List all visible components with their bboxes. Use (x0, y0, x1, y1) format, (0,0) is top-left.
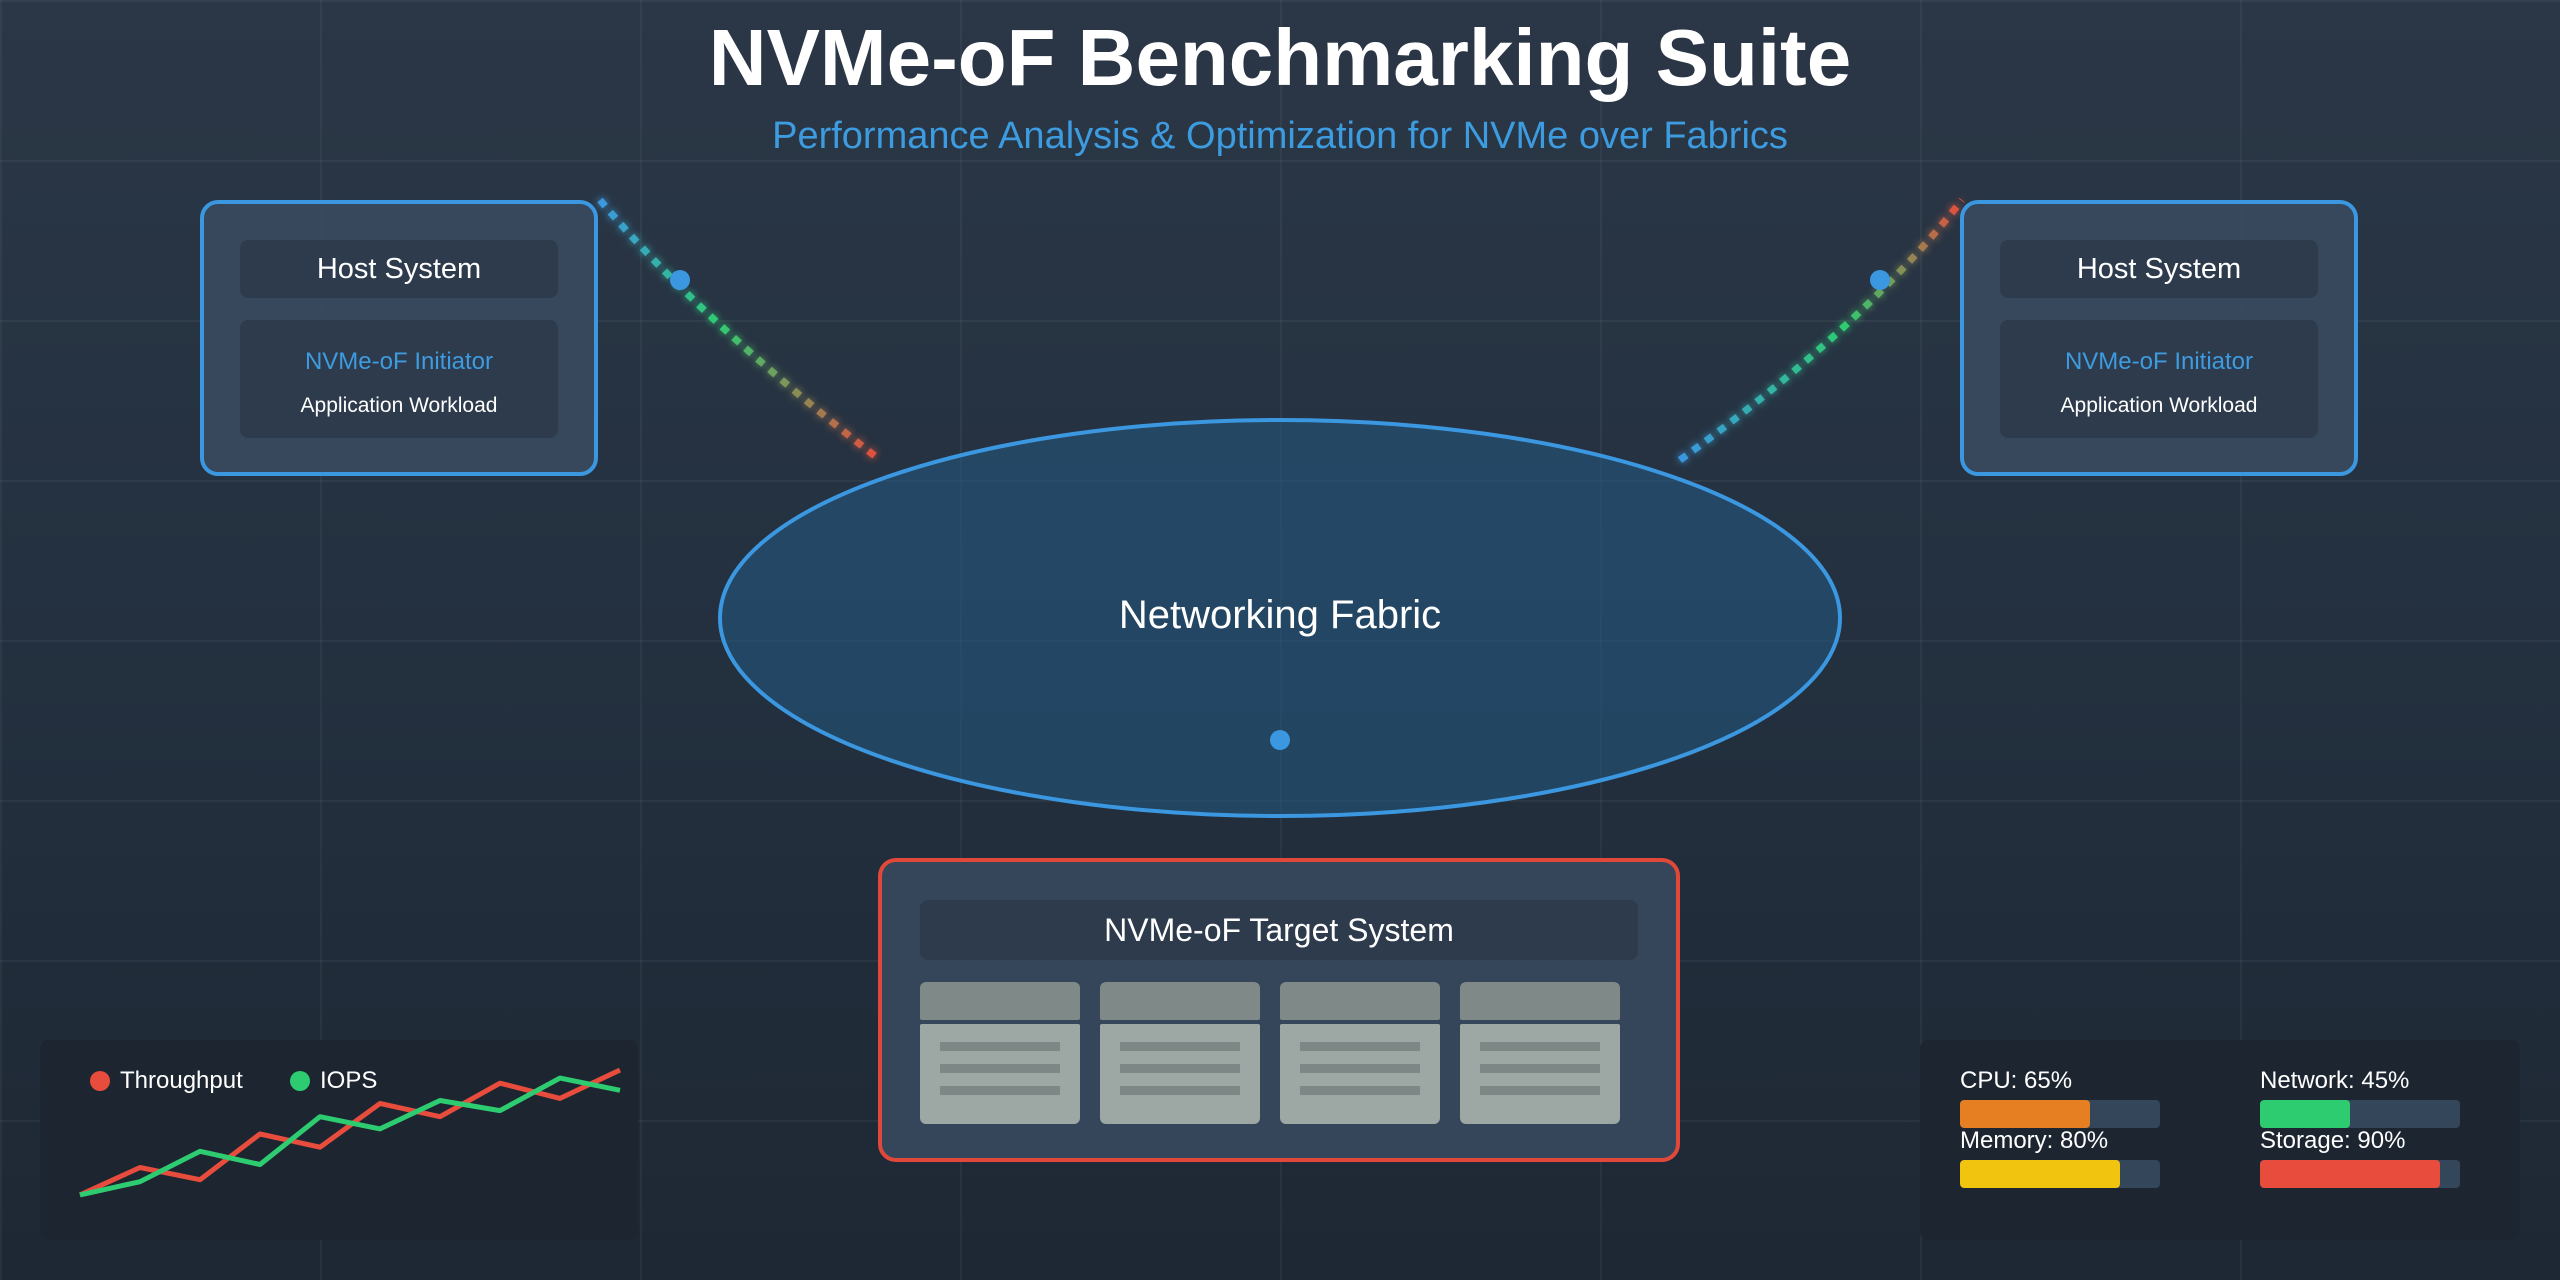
page-subtitle: Performance Analysis & Optimization for … (772, 115, 1788, 157)
networking-fabric-ellipse (718, 418, 1842, 818)
legend-iops: IOPS (290, 1066, 377, 1096)
resource-metrics-panel: CPU: 65% Network: 45% Memory: 80% Storag… (1920, 1040, 2520, 1240)
host-system-title: Host System (240, 240, 558, 298)
drive-slot-line (1480, 1042, 1600, 1051)
drive-header (1100, 982, 1260, 1020)
drive-body (1100, 1024, 1260, 1124)
metric-storage-fill (2260, 1160, 2440, 1188)
left-packet-dot (670, 270, 690, 290)
metric-storage-label: Storage: 90% (2260, 1127, 2406, 1154)
host-system-right: Host System NVMe-oF Initiator Applicatio… (1960, 200, 2358, 476)
legend-throughput: Throughput (90, 1066, 243, 1096)
right-packet-dot (1870, 270, 1890, 290)
legend-iops-label: IOPS (320, 1067, 378, 1094)
drive-body (1280, 1024, 1440, 1124)
drive-slot-line (1480, 1086, 1600, 1095)
host-system-left: Host System NVMe-oF Initiator Applicatio… (200, 200, 598, 476)
performance-chart-panel: Throughput IOPS (40, 1040, 638, 1240)
series-line-iops (79, 1075, 621, 1198)
host-initiator-panel: NVMe-oF Initiator Application Workload (240, 320, 558, 438)
metric-network-fill (2260, 1100, 2350, 1128)
drive-header (1460, 982, 1620, 1020)
drive-slot-line (1480, 1064, 1600, 1073)
metric-storage-track (2260, 1160, 2460, 1188)
application-workload-label: Application Workload (2060, 394, 2258, 417)
application-workload-label: Application Workload (300, 394, 498, 417)
nvme-initiator-label: NVMe-oF Initiator (304, 348, 494, 375)
drive-header (1280, 982, 1440, 1020)
drive-slot-line (1300, 1042, 1420, 1051)
fabric-packet-dot (1270, 730, 1290, 750)
host-initiator-panel: NVMe-oF Initiator Application Workload (2000, 320, 2318, 438)
drive-slot-line (1120, 1086, 1240, 1095)
drive-slot-line (940, 1086, 1060, 1095)
target-system-title: NVMe-oF Target System (920, 900, 1638, 960)
metric-memory-fill (1960, 1160, 2120, 1188)
left-host-link (597, 197, 883, 463)
page-title: NVMe-oF Benchmarking Suite (708, 13, 1852, 102)
drive-slot-line (1300, 1064, 1420, 1073)
drive-body (1460, 1024, 1620, 1124)
nvme-drive (920, 982, 1080, 1124)
nvme-drive (1280, 982, 1440, 1124)
drive-header (920, 982, 1080, 1020)
host-system-title: Host System (2000, 240, 2318, 298)
nvme-initiator-label: NVMe-oF Initiator (2064, 348, 2254, 375)
drive-slot-line (1120, 1064, 1240, 1073)
iops-dot-icon (290, 1071, 310, 1091)
throughput-dot-icon (90, 1071, 110, 1091)
drive-slot-line (940, 1064, 1060, 1073)
legend-throughput-label: Throughput (120, 1067, 243, 1094)
metric-cpu-track (1960, 1100, 2160, 1128)
nvme-target-system: NVMe-oF Target System (878, 858, 1680, 1162)
metric-network-track (2260, 1100, 2460, 1128)
drive-slot-line (1120, 1042, 1240, 1051)
nvme-drive (1460, 982, 1620, 1124)
performance-line-chart (78, 1067, 622, 1198)
metric-memory-label: Memory: 80% (1960, 1127, 2109, 1154)
drive-slot-line (1300, 1086, 1420, 1095)
metric-memory-track (1960, 1160, 2160, 1188)
drive-body (920, 1024, 1080, 1124)
nvme-drive (1100, 982, 1260, 1124)
metric-cpu-fill (1960, 1100, 2090, 1128)
drive-slot-line (940, 1042, 1060, 1051)
metric-cpu-label: CPU: 65% (1960, 1067, 2073, 1094)
metric-network-label: Network: 45% (2260, 1067, 2410, 1094)
networking-fabric-label: Networking Fabric (1118, 593, 1442, 637)
right-host-link (1677, 197, 1965, 463)
